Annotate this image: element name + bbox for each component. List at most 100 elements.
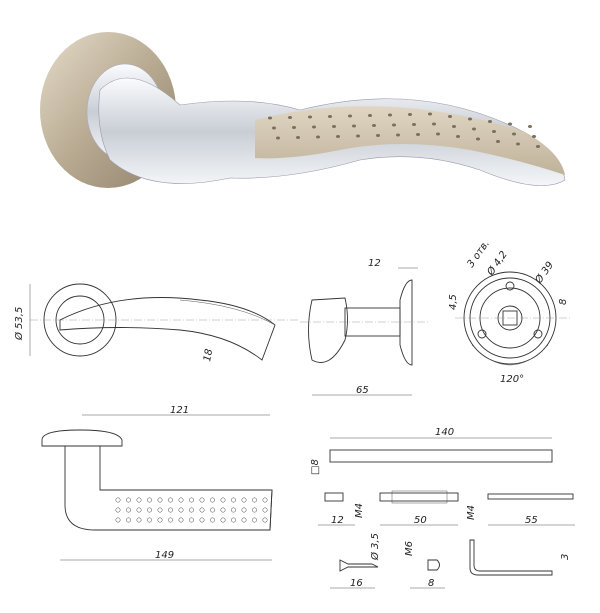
pad-dot xyxy=(396,133,400,137)
grip-dot xyxy=(220,507,226,513)
pad-dot xyxy=(436,132,440,136)
rosette-back-view: Ø 4,2 3 отв. Ø 39 4,5 8 120° xyxy=(448,238,570,385)
grip-dot xyxy=(157,517,163,523)
grip-dot xyxy=(262,507,268,513)
grip-dot xyxy=(210,507,215,513)
rod-length-label: 55 xyxy=(525,515,538,526)
pad-dot xyxy=(376,134,380,137)
pad-dot xyxy=(308,115,312,119)
grip-dot xyxy=(168,517,173,523)
grip-dot xyxy=(262,517,268,523)
grip-dot xyxy=(199,517,205,523)
pad-dot xyxy=(332,125,336,128)
grip-dot xyxy=(147,497,152,503)
pad-dot xyxy=(276,136,280,140)
grip-length-label: 121 xyxy=(170,405,189,416)
grip-dot xyxy=(147,507,152,513)
grip-dot xyxy=(136,507,142,513)
pad-dot xyxy=(388,113,392,117)
grip-dot xyxy=(126,497,131,503)
front-view: Ø 53,5 18 xyxy=(13,283,300,363)
grip-dot xyxy=(178,497,184,503)
spindle-square-label: □8 xyxy=(310,459,321,475)
pad-dot xyxy=(488,120,492,123)
grip-dot xyxy=(126,517,131,523)
grip-dot xyxy=(199,507,205,513)
pad-dot xyxy=(356,134,360,138)
pad-dot xyxy=(456,135,460,138)
pad-dot xyxy=(532,135,536,138)
grip-dot xyxy=(168,497,173,503)
total-length-label: 149 xyxy=(155,550,174,561)
grip-dot xyxy=(252,507,257,513)
pad-dot xyxy=(492,130,496,133)
grip-dot xyxy=(231,507,236,513)
pad-dot xyxy=(476,137,480,141)
grip-dot xyxy=(189,517,194,523)
grip-dot xyxy=(199,497,205,503)
grip-dot xyxy=(220,517,226,523)
side-view: 12 65 xyxy=(300,258,430,396)
pad-dot xyxy=(516,142,520,146)
grip-dot xyxy=(252,517,257,523)
grip-dot xyxy=(231,497,236,503)
pad-dot xyxy=(292,126,296,129)
top-view: 121 149 xyxy=(41,405,273,561)
grip-dot-pattern xyxy=(115,497,268,523)
pad-dot xyxy=(508,122,512,126)
pad-dot xyxy=(328,115,332,118)
grip-dot xyxy=(157,507,163,513)
pad-dot xyxy=(272,126,276,130)
grip-dot xyxy=(241,517,247,523)
pad-dot xyxy=(496,140,500,143)
grip-dot xyxy=(210,497,215,503)
grip-dot xyxy=(147,517,152,523)
pad-dot xyxy=(452,125,456,128)
pad-dot-pattern xyxy=(268,112,540,148)
pad-dot xyxy=(468,117,472,121)
hex-key-size-label: 3 xyxy=(560,554,571,560)
pad-dot xyxy=(316,135,320,139)
hole-count-label: 3 отв. xyxy=(465,238,492,269)
grip-dot xyxy=(241,497,247,503)
grip-dot xyxy=(220,497,226,503)
grip-dot xyxy=(126,507,131,513)
grip-dot xyxy=(157,497,163,503)
pad-dot xyxy=(512,132,516,136)
grip-dot xyxy=(178,517,184,523)
grip-dot xyxy=(178,507,184,513)
angle-label: 120° xyxy=(500,374,524,385)
bolt-circle-label: Ø 39 xyxy=(532,259,556,286)
grip-dot xyxy=(241,507,247,513)
pad-dot xyxy=(348,114,352,118)
spindle-length-label: 140 xyxy=(435,427,454,438)
product-photo xyxy=(40,32,566,188)
grip-dot xyxy=(189,507,194,513)
grub-screw-length-label: 8 xyxy=(428,578,434,589)
pad-dot xyxy=(412,123,416,126)
pad-dot xyxy=(368,114,372,117)
pad-dot xyxy=(352,124,356,128)
spindle-square-label: 8 xyxy=(558,299,569,305)
grip-dot xyxy=(252,497,257,503)
pad-dot xyxy=(432,122,436,126)
wood-screw-diameter-label: Ø 3,5 xyxy=(369,533,381,561)
grip-dot xyxy=(168,507,173,513)
rosette-depth-label: 12 xyxy=(368,258,381,269)
pad-dot xyxy=(372,124,376,127)
pad-dot xyxy=(472,127,476,131)
pad-dot xyxy=(312,125,316,129)
pad-dot xyxy=(288,116,292,119)
screw-thread-label: M4 xyxy=(354,503,365,518)
pad-dot xyxy=(428,112,432,116)
wood-screw-length-label: 16 xyxy=(350,578,363,589)
grip-dot xyxy=(136,517,142,523)
bolt-length-label: 50 xyxy=(414,515,427,526)
grip-dot xyxy=(231,517,236,523)
grip-dot xyxy=(136,497,142,503)
pad-dot xyxy=(536,145,540,148)
grip-dot xyxy=(262,497,268,503)
pad-dot xyxy=(336,135,340,138)
lever-width-label: 18 xyxy=(202,348,215,362)
